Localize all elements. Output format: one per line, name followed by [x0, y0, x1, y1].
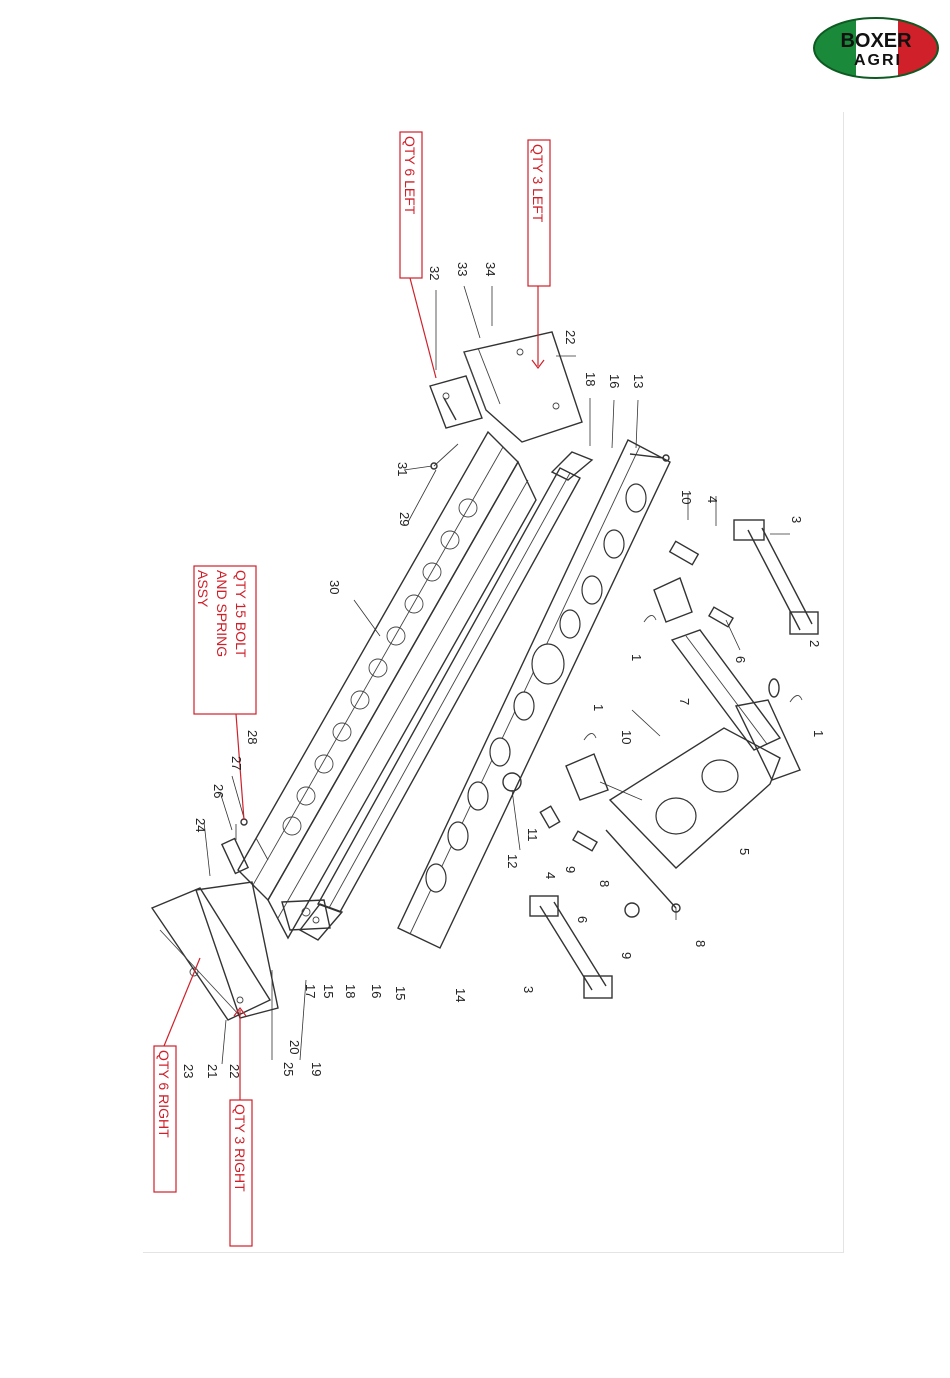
- part-number: 30: [327, 580, 342, 594]
- part-number: 9: [619, 952, 634, 959]
- annotation-text: QTY 3 RIGHT: [232, 1104, 248, 1192]
- part-number: 22: [227, 1064, 242, 1078]
- part-number: 1: [591, 704, 606, 711]
- part-number: 26: [211, 784, 226, 798]
- part-number: 7: [677, 698, 692, 705]
- bolt-spring-rings: [283, 499, 477, 835]
- end-bracket-right-22: [152, 882, 278, 1020]
- part-number: 4: [705, 496, 720, 503]
- annotation-qty-15-bolt-spring: ASSY AND SPRING QTY 15 BOLT: [194, 566, 256, 820]
- part-number: 9: [563, 866, 578, 873]
- part-number: 16: [369, 984, 384, 998]
- part-number: 18: [343, 984, 358, 998]
- part-number: 15: [321, 984, 336, 998]
- spring-bolt-26-27-28: [222, 819, 268, 873]
- annotation-text: QTY 6 RIGHT: [156, 1050, 172, 1138]
- part-number: 34: [483, 262, 498, 276]
- part-number: 16: [607, 374, 622, 388]
- part-number: 1: [629, 654, 644, 661]
- bolts-31-29: [431, 398, 458, 469]
- part-number: 8: [597, 880, 612, 887]
- part-number: 14: [453, 988, 468, 1002]
- part-number: 19: [309, 1062, 324, 1076]
- part-number: 10: [679, 490, 694, 504]
- r-clips-1: [584, 615, 802, 740]
- tube-3-top: [734, 520, 818, 634]
- annotation-qty-3-right: QTY 3 RIGHT: [230, 1008, 252, 1246]
- end-bracket-left-22: [430, 332, 582, 442]
- part-number: 33: [455, 262, 470, 276]
- beam-15-16-18: [300, 452, 592, 940]
- annotation-text-line-2: AND SPRING: [214, 570, 230, 657]
- part-number: 11: [525, 828, 540, 842]
- part-number: 8: [693, 940, 708, 947]
- brackets-10: [566, 578, 692, 800]
- part-number: 2: [807, 640, 822, 647]
- part-number: 24: [193, 818, 208, 832]
- part-number: 27: [229, 756, 244, 770]
- annotation-qty-6-left: QTY 6 LEFT: [400, 132, 436, 378]
- part-number: 3: [521, 986, 536, 993]
- part-number: 22: [563, 330, 578, 344]
- part-number: 6: [733, 656, 748, 663]
- part-number: 31: [395, 462, 410, 476]
- tube-3-bottom: [530, 896, 612, 998]
- part-number: 28: [245, 730, 260, 744]
- beam-30-assembly: [238, 432, 536, 938]
- part-number: 21: [205, 1064, 220, 1078]
- part-number: 23: [181, 1064, 196, 1078]
- annotation-text-line-1: ASSY: [195, 570, 211, 608]
- bolt-13: [630, 454, 669, 461]
- annotation-text-line-3: QTY 15 BOLT: [233, 570, 249, 658]
- part-number: 6: [575, 916, 590, 923]
- part-number: 17: [303, 984, 318, 998]
- part-number: 4: [543, 872, 558, 879]
- part-number: 29: [397, 512, 412, 526]
- part-number: 20: [287, 1040, 302, 1054]
- part-number: 32: [427, 266, 442, 280]
- link-8-9: [606, 830, 680, 917]
- part-number: 1: [811, 730, 826, 737]
- annotation-text: QTY 6 LEFT: [402, 136, 418, 215]
- part-number: 3: [789, 516, 804, 523]
- part-number: 10: [619, 730, 634, 744]
- part-number: 15: [393, 986, 408, 1000]
- part-number: 12: [505, 854, 520, 868]
- part-number: 5: [737, 848, 752, 855]
- part-number: 13: [631, 374, 646, 388]
- part-number: 18: [583, 372, 598, 386]
- part-number: 25: [281, 1062, 296, 1076]
- annotation-text: QTY 3 LEFT: [530, 144, 546, 223]
- leader-lines: [204, 286, 790, 1064]
